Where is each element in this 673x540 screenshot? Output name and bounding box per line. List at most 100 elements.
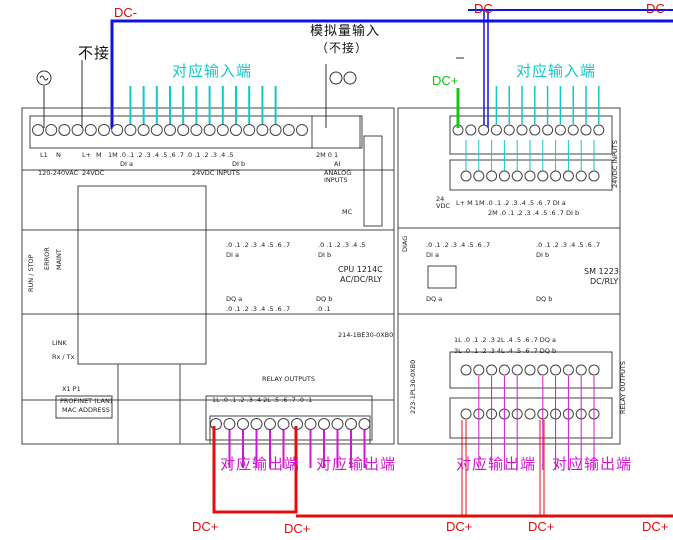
- cpu-dq-b: DQ b: [316, 295, 333, 303]
- status-error: ERROR: [43, 247, 51, 270]
- terminal-screw: [137, 124, 150, 136]
- cpu-input-text: 24VDC INPUTS: [192, 169, 240, 177]
- terminal-screw: [503, 124, 515, 136]
- cpu-module: [21, 107, 395, 445]
- terminal-screw: [498, 170, 510, 182]
- terminal-screw: [524, 170, 536, 182]
- terminal-screw: [84, 124, 97, 136]
- sm-mid-header: 2M .0 .1 .2 .3 .4 .5 .6 .7 DI b: [488, 209, 580, 217]
- cpu-di-b: DI b: [318, 251, 332, 259]
- sm-model: SM 1223: [584, 267, 619, 276]
- sm-di-a-row: .0 .1 .2 .3 .4 .5 .6 .7: [426, 241, 491, 249]
- terminal-screw: [150, 124, 163, 136]
- cpu-dq-a-row: .0 .1 .2 .3 .4 .5 .6 .7: [226, 305, 291, 313]
- terminal-screw: [580, 124, 592, 136]
- terminal-screw: [111, 124, 124, 136]
- relay-outputs-label: RELAY OUTPUTS: [262, 375, 315, 383]
- terminal-screw: [567, 124, 579, 136]
- terminal-screw: [529, 124, 541, 136]
- terminal-screw: [516, 124, 528, 136]
- terminal-screw: [593, 124, 605, 136]
- terminal-screw: [98, 124, 110, 136]
- analog-symbol-icon: [329, 71, 343, 85]
- dc-plus-label: DC+: [192, 519, 219, 534]
- sm-type: DC/RLY: [590, 277, 619, 286]
- dc-plus-label: DC+: [528, 519, 555, 534]
- terminal-screw: [177, 124, 190, 136]
- dc-plus-label: DC+: [446, 519, 473, 534]
- sm-terminals: [452, 86, 605, 470]
- terminal-screw: [243, 124, 256, 136]
- terminal-screw: [203, 124, 216, 136]
- sm-inputs-text: 24VDC INPUTS: [611, 140, 619, 188]
- terminal-screw: [216, 124, 229, 136]
- terminal-screw: [71, 124, 84, 136]
- terminal-screw: [537, 170, 549, 182]
- terminal-screw: [486, 170, 498, 182]
- terminal-screw: [524, 408, 536, 420]
- terminal-screw: [498, 364, 510, 376]
- status-run-stop: RUN / STOP: [27, 254, 35, 292]
- cpu-output-terminals: [210, 418, 371, 468]
- terminal-screw: [562, 364, 574, 376]
- link-led: LINK: [52, 339, 67, 347]
- sm-vdc: 24 VDC: [436, 195, 450, 210]
- output-terminals-label: 对应输出端: [552, 456, 633, 473]
- terminal-screw: [511, 364, 523, 376]
- port-label: X1 P1: [62, 385, 81, 393]
- terminal-screw: [318, 418, 330, 430]
- power-label-m: M: [96, 151, 102, 159]
- cpu-input-terminals: [32, 86, 308, 136]
- terminal-screw: [32, 124, 44, 136]
- terminal-screw: [575, 364, 587, 376]
- dc-plus-label: DC+: [284, 521, 311, 536]
- sm-top-header: L+ M 1M .0 .1 .2 .3 .4 .5 .6 .7 DI a: [456, 199, 566, 207]
- sm-dq-a: DQ a: [426, 295, 443, 303]
- terminal-screw: [256, 124, 269, 136]
- rx-tx-led: Rx / Tx: [52, 353, 75, 361]
- terminal-screw: [250, 418, 263, 430]
- cpu-di-a: DI a: [226, 251, 239, 259]
- terminal-screw: [58, 124, 71, 136]
- terminal-screw: [537, 364, 549, 376]
- terminal-screw: [511, 170, 523, 182]
- sm-di-a: DI a: [426, 251, 439, 259]
- power-label-lplus: L+: [82, 151, 92, 159]
- terminal-screw: [486, 364, 498, 376]
- not-connected-label: 不接: [78, 45, 111, 62]
- terminal-screw: [588, 364, 600, 376]
- terminal-screw: [460, 408, 472, 420]
- terminal-screw: [490, 124, 502, 136]
- output-terminals-label: 对应输出端: [456, 456, 537, 473]
- terminal-screw: [524, 364, 536, 376]
- input-terminals-label: 对应输入端: [516, 63, 597, 80]
- terminal-screw: [562, 170, 574, 182]
- cpu-di-b-row: .0 .1 .2 .3 .4 .5: [318, 241, 366, 249]
- cpu-input-header: 1M .0 .1 .2 .3 .4 .5 .6 .7 .0 .1 .2 .3 .…: [108, 151, 234, 159]
- terminal-screw: [237, 418, 249, 430]
- power-label-n: N: [56, 151, 61, 159]
- dc-minus-label: DC-: [646, 1, 670, 16]
- analog-symbol-icon: [343, 71, 357, 85]
- terminal-screw: [588, 170, 600, 182]
- sm-part-number: 223-1PL30-0XB0: [409, 359, 417, 414]
- profinet-label: PROFINET (LAN): [60, 397, 113, 405]
- sm-dq-b: DQ b: [536, 295, 553, 303]
- terminal-screw: [223, 418, 236, 430]
- cpu-di-b-group: DI b: [232, 160, 246, 168]
- terminal-screw: [230, 124, 242, 136]
- terminal-screw: [296, 124, 308, 136]
- sm-module: [397, 107, 621, 445]
- terminal-screw: [269, 124, 282, 136]
- output-terminals-label: 对应输出端: [316, 456, 397, 473]
- terminal-screw: [277, 418, 290, 430]
- terminal-screw: [210, 418, 222, 430]
- cpu-type: AC/DC/RLY: [340, 275, 382, 284]
- output-terminals-label: 对应输出端: [220, 456, 301, 473]
- terminal-screw: [542, 124, 554, 136]
- terminal-screw: [550, 364, 562, 376]
- terminal-screw: [124, 124, 137, 136]
- dc-plus-bus-cpu: [212, 426, 298, 514]
- mac-label: MAC ADDRESS: [62, 406, 110, 414]
